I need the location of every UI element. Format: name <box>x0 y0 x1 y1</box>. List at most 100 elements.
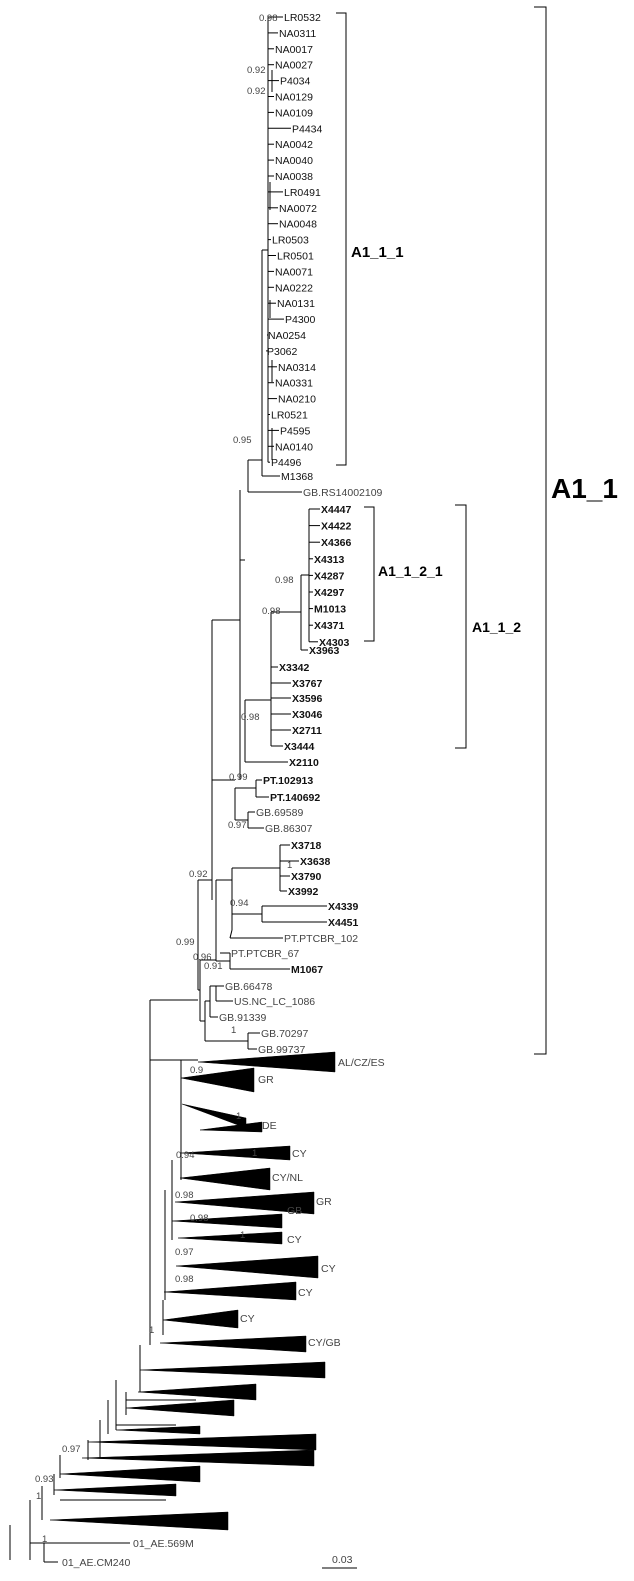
taxon-label: NA0131 <box>277 298 315 310</box>
collapsed-clade-triangle <box>180 1145 291 1161</box>
collapsed-clade-triangle <box>139 1361 326 1379</box>
support-value: 1 <box>240 1230 245 1241</box>
taxon-label: P4300 <box>285 314 316 326</box>
support-value: 1 <box>231 1025 236 1036</box>
support-value: 0.9 <box>190 1065 203 1076</box>
clade-bracket-a111: A1_1_1 <box>336 12 404 466</box>
taxon-label: X3767 <box>292 678 323 690</box>
bracket-a1121 <box>364 506 375 642</box>
collapsed-clade-triangle <box>197 1051 336 1073</box>
support-value: 0.91 <box>204 961 223 972</box>
collapsed-clade-triangle <box>159 1335 307 1353</box>
collapsed-clade-triangle <box>163 1281 297 1301</box>
support-value: 0.94 <box>176 1150 195 1161</box>
collapsed-clade-label: CY <box>298 1287 313 1299</box>
support-value: 0.98 <box>259 13 278 24</box>
support-value: 1 <box>287 860 292 871</box>
clade-label-a1121: A1_1_2_1 <box>378 563 443 579</box>
support-value: 0.96 <box>193 952 212 963</box>
branch <box>229 929 233 939</box>
taxon-label: GB.70297 <box>261 1028 308 1040</box>
bracket-a112 <box>455 504 467 749</box>
taxon-label: NA0071 <box>275 266 313 278</box>
collapsed-clade-triangle <box>87 1433 317 1451</box>
taxon-label: NA0048 <box>279 219 317 231</box>
taxon-label: NA0072 <box>279 203 317 215</box>
support-value: 0.92 <box>247 86 266 97</box>
support-value: 1 <box>252 1148 257 1159</box>
taxon-label: NA0040 <box>275 155 313 167</box>
scale-bar-label: 0.03 <box>332 1554 353 1566</box>
taxon-label: LR0503 <box>272 235 309 247</box>
support-value: 0.93 <box>35 1474 54 1485</box>
taxon-label: P3062 <box>267 346 298 358</box>
support-value: 0.98 <box>175 1190 194 1201</box>
support-value: 0.98 <box>262 606 281 617</box>
collapsed-clade-triangle <box>179 1167 271 1191</box>
taxon-label: M1067 <box>291 964 323 976</box>
support-value: 0.97 <box>175 1247 194 1258</box>
taxon-label: LR0521 <box>271 410 308 422</box>
collapsed-clade-triangle <box>53 1483 177 1497</box>
collapsed-clade-triangle <box>162 1309 239 1329</box>
support-value: 1 <box>149 1325 154 1336</box>
collapsed-clade-label: GR <box>258 1074 274 1086</box>
collapsed-clade-triangle <box>180 1067 255 1093</box>
collapsed-clade-triangle <box>115 1425 201 1435</box>
taxon-label: NA0038 <box>275 171 313 183</box>
tree-branches <box>9 16 327 1563</box>
support-value: 1 <box>36 1491 41 1502</box>
taxon-label: P4595 <box>280 425 311 437</box>
collapsed-clade-label: CY <box>321 1263 336 1275</box>
taxon-label: X3444 <box>284 741 315 753</box>
clade-label-a11: A1_1 <box>551 473 618 504</box>
bracket-a11 <box>534 6 547 1055</box>
support-value: 0.98 <box>241 712 260 723</box>
taxon-label: NA0254 <box>268 330 306 342</box>
taxon-label: P4034 <box>280 76 311 88</box>
taxon-label: X3790 <box>291 871 322 883</box>
taxon-label: 01_AE.569M <box>133 1538 194 1550</box>
taxon-label: X2110 <box>289 757 319 769</box>
taxon-label: X4297 <box>314 587 345 599</box>
taxon-labels: LR0532NA0311NA0017NA0027P4034NA0129NA010… <box>62 12 385 1569</box>
support-value: 0.98 <box>275 575 294 586</box>
taxon-label: X4451 <box>328 917 359 929</box>
bracket-a111 <box>336 12 347 466</box>
taxon-label: NA0314 <box>278 362 316 374</box>
collapsed-clades <box>49 1051 336 1531</box>
support-value: 0.97 <box>228 820 247 831</box>
taxon-label: LR0532 <box>284 12 321 24</box>
collapsed-clade-label: CY/GB <box>308 1337 341 1349</box>
taxon-label: PT.140692 <box>270 792 320 804</box>
support-value: 1 <box>236 1111 241 1122</box>
taxon-label: X3638 <box>300 856 331 868</box>
support-value: 0.98 <box>175 1274 194 1285</box>
collapsed-clade-triangle <box>199 1121 263 1133</box>
taxon-label: NA0017 <box>275 44 313 56</box>
taxon-label: X4371 <box>314 620 345 632</box>
taxon-label: GB.91339 <box>219 1012 266 1024</box>
collapsed-clade-label: AL/CZ/ES <box>338 1057 385 1069</box>
taxon-label: PT.PTCBR_67 <box>231 948 299 960</box>
taxon-label: LR0501 <box>277 251 314 263</box>
taxon-label: NA0027 <box>275 60 313 72</box>
taxon-label: X4313 <box>314 554 345 566</box>
clade-bracket-a11: A1_1 <box>534 6 618 1055</box>
clade-bracket-a112: A1_1_2 <box>455 504 521 749</box>
taxon-label: P4496 <box>271 457 302 469</box>
collapsed-clade-label: CY <box>287 1234 302 1246</box>
taxon-label: NA0109 <box>275 107 313 119</box>
taxon-label: LR0491 <box>284 187 321 199</box>
collapsed-clade-triangle <box>171 1213 283 1229</box>
support-value: 0.92 <box>189 869 208 880</box>
taxon-label: X4422 <box>321 521 352 533</box>
taxon-label: X3992 <box>288 886 319 898</box>
taxon-label: X4287 <box>314 570 345 582</box>
scale-bar: 0.03 <box>322 1554 357 1569</box>
collapsed-clade-triangle <box>125 1399 235 1417</box>
support-value: 0.92 <box>247 65 266 76</box>
taxon-label: X3046 <box>292 709 323 721</box>
taxon-label: M1013 <box>314 604 346 616</box>
